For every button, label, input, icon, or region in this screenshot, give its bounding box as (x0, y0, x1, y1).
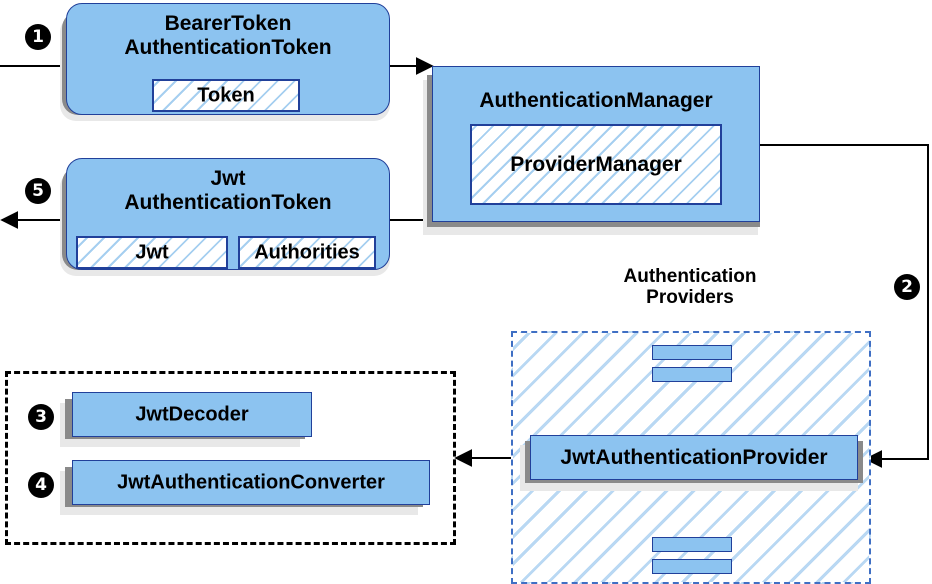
badge-step-4: 4 (28, 472, 54, 498)
jwt-authentication-provider-label: JwtAuthenticationProvider (560, 445, 828, 469)
stacked-bar-top-1 (652, 345, 732, 360)
jwt-authentication-converter-node[interactable]: JwtAuthenticationConverter (72, 460, 430, 505)
jwt-decoder-label: JwtDecoder (135, 403, 249, 425)
authorities-panel[interactable]: Authorities (238, 236, 376, 269)
jwt-token-title-line1: Jwt (210, 167, 246, 190)
badge-step-3: 3 (28, 404, 54, 430)
jwt-token-title-line2: AuthenticationToken (124, 190, 332, 214)
edge-manager-to-provider (760, 144, 929, 468)
stacked-bar-bottom-2 (652, 559, 732, 574)
provider-manager-panel[interactable]: ProviderManager (470, 124, 722, 205)
bearer-token-title-line1: BearerToken (164, 12, 292, 35)
providers-caption-line2: Providers (646, 287, 734, 309)
jwt-authentication-converter-label: JwtAuthenticationConverter (117, 471, 385, 493)
badge-step-5: 5 (25, 178, 51, 204)
authentication-manager-title: AuthenticationManager (479, 89, 713, 112)
jwt-authentication-provider-node[interactable]: JwtAuthenticationProvider (530, 435, 858, 480)
provider-manager-label: ProviderManager (510, 152, 682, 176)
support-components-group (5, 371, 456, 545)
stacked-bar-top-2 (652, 367, 732, 382)
authorities-label: Authorities (254, 241, 360, 263)
jwt-decoder-node[interactable]: JwtDecoder (72, 392, 312, 437)
badge-step-1: 1 (25, 24, 51, 50)
jwt-label: Jwt (135, 241, 169, 263)
badge-step-2: 2 (894, 274, 920, 300)
token-panel[interactable]: Token (152, 79, 300, 112)
jwt-panel[interactable]: Jwt (76, 236, 228, 269)
bearer-token-title-line2: AuthenticationToken (124, 35, 332, 59)
bearer-token-title: BearerToken AuthenticationToken (67, 12, 389, 59)
stacked-bar-bottom-1 (652, 537, 732, 552)
token-label: Token (197, 84, 255, 106)
providers-caption-line1: Authentication (623, 266, 757, 287)
providers-group-caption: Authentication Providers (595, 266, 785, 309)
jwt-token-title: Jwt AuthenticationToken (67, 167, 389, 214)
